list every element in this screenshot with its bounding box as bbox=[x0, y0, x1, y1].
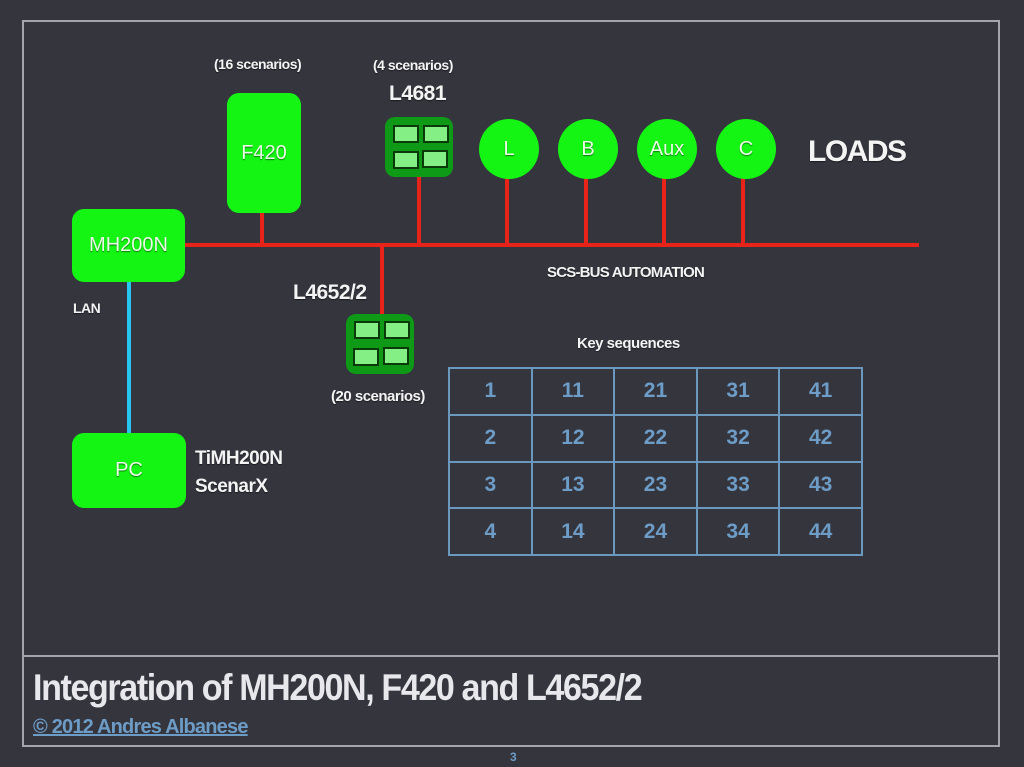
key-sequence-cell: 12 bbox=[530, 413, 616, 463]
key-sequence-cell: 14 bbox=[530, 507, 616, 556]
load-aux[interactable]: Aux bbox=[637, 119, 697, 179]
title-frame bbox=[22, 655, 1000, 747]
l4681-label: L4681 bbox=[389, 82, 447, 105]
pc-software-1: TiMH200N bbox=[195, 448, 283, 469]
content-frame bbox=[22, 20, 1000, 657]
f420-label: F420 bbox=[241, 141, 287, 164]
bus-label: SCS-BUS AUTOMATION bbox=[547, 264, 705, 281]
l4652-keypad[interactable] bbox=[346, 314, 414, 374]
key-sequence-cell: 41 bbox=[778, 367, 863, 416]
load-drop-c bbox=[741, 178, 745, 245]
f420-note: (16 scenarios) bbox=[214, 56, 302, 72]
lan-label: LAN bbox=[73, 300, 101, 316]
load-b-label: B bbox=[581, 137, 595, 160]
key-sequence-cell: 21 bbox=[613, 367, 698, 416]
lan-line bbox=[127, 282, 131, 434]
load-c[interactable]: C bbox=[716, 119, 776, 179]
l4681-note: (4 scenarios) bbox=[373, 57, 453, 73]
key-sequence-cell: 34 bbox=[695, 507, 781, 556]
load-b[interactable]: B bbox=[558, 119, 618, 179]
key-sequence-cell: 44 bbox=[778, 507, 863, 556]
loads-label: LOADS bbox=[808, 135, 907, 168]
f420-drop bbox=[260, 212, 264, 245]
key-sequence-cell: 22 bbox=[613, 413, 698, 463]
author-link[interactable]: © 2012 Andres Albanese bbox=[33, 716, 248, 738]
load-c-label: C bbox=[738, 137, 754, 160]
l4652-note: (20 scenarios) bbox=[331, 388, 425, 405]
f420-device[interactable]: F420 bbox=[227, 93, 301, 213]
load-l-label: L bbox=[503, 137, 515, 160]
scs-bus-line bbox=[184, 243, 919, 247]
load-l[interactable]: L bbox=[479, 119, 539, 179]
key-sequence-cell: 3 bbox=[448, 460, 533, 510]
l4652-label: L4652/2 bbox=[293, 281, 367, 304]
page-number: 3 bbox=[510, 750, 517, 764]
key-sequence-cell: 4 bbox=[448, 507, 533, 556]
l4652-drop bbox=[380, 245, 384, 315]
key-sequence-cell: 32 bbox=[695, 413, 781, 463]
l4681-drop bbox=[417, 176, 421, 245]
key-sequence-cell: 11 bbox=[530, 367, 616, 416]
key-sequence-cell: 42 bbox=[778, 413, 863, 463]
key-sequence-cell: 13 bbox=[530, 460, 616, 510]
key-sequence-cell: 31 bbox=[695, 367, 781, 416]
pc-device[interactable]: PC bbox=[72, 433, 186, 508]
key-sequence-cell: 43 bbox=[778, 460, 863, 510]
load-drop-b bbox=[584, 178, 588, 245]
slide-title: Integration of MH200N, F420 and L4652/2 bbox=[33, 667, 643, 708]
load-drop-l bbox=[505, 178, 509, 245]
key-sequence-cell: 2 bbox=[448, 413, 533, 463]
load-aux-label: Aux bbox=[649, 137, 685, 160]
key-sequence-cell: 23 bbox=[613, 460, 698, 510]
key-sequence-cell: 1 bbox=[448, 367, 533, 416]
key-sequence-cell: 24 bbox=[613, 507, 698, 556]
pc-software-2: ScenarX bbox=[195, 476, 268, 497]
load-drop-aux bbox=[662, 178, 666, 245]
pc-label: PC bbox=[115, 459, 143, 481]
mh200n-label: MH200N bbox=[89, 234, 168, 256]
key-sequence-cell: 33 bbox=[695, 460, 781, 510]
key-sequences-title: Key sequences bbox=[577, 335, 680, 352]
l4681-keypad[interactable] bbox=[385, 117, 453, 177]
mh200n-device[interactable]: MH200N bbox=[72, 209, 185, 282]
